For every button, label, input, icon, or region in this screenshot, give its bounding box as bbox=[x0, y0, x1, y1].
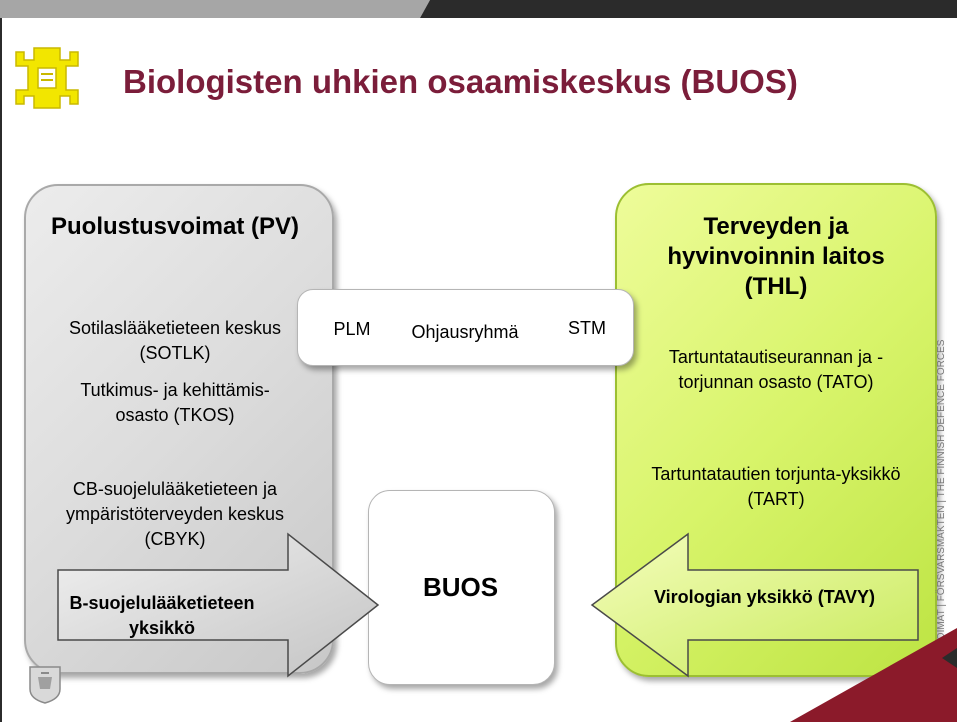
thl-arrow-label: Virologian yksikkö (TAVY) bbox=[654, 587, 876, 607]
coat-of-arms-icon bbox=[29, 666, 61, 704]
defence-forces-logo-icon bbox=[12, 44, 82, 112]
slide-title: Biologisten uhkien osaamiskeskus (BUOS) bbox=[123, 63, 798, 100]
bottom-right-red-shape bbox=[790, 628, 957, 722]
pv-arrow-label: B-suojelulääketieteen yksikkö bbox=[69, 593, 255, 638]
thl-unit-tato: Tartuntatautiseurannan ja -torjunnan osa… bbox=[668, 347, 884, 392]
buos-box bbox=[368, 490, 555, 685]
svg-text:PUOLUSTUSVOIMAT | FÖRSVARSMA: PUOLUSTUSVOIMAT | FÖRSVARSMAKTEN | THE F… bbox=[935, 339, 947, 708]
pv-heading: Puolustusvoimat (PV) bbox=[50, 213, 300, 240]
steering-center-label: Ohjausryhmä bbox=[411, 322, 519, 342]
vertical-sidebar-text: PUOLUSTUSVOIMAT | FÖRSVARSMAKTEN | THE F… bbox=[935, 339, 947, 708]
buos-label: BUOS bbox=[422, 572, 499, 602]
thl-heading: Terveyden ja hyvinvoinnin laitos (THL) bbox=[667, 213, 885, 300]
pv-unit-tkos: Tutkimus- ja kehittämis-osasto (TKOS) bbox=[80, 380, 270, 425]
pv-unit-sotlk: Sotilaslääketieteen keskus (SOTLK) bbox=[68, 318, 282, 363]
thl-to-buos-arrow bbox=[590, 532, 919, 678]
steering-plm: PLM bbox=[333, 319, 371, 339]
steering-stm: STM bbox=[568, 318, 606, 338]
steering-group-box bbox=[297, 289, 634, 366]
left-border-line bbox=[0, 18, 2, 722]
pv-to-buos-arrow bbox=[57, 532, 380, 678]
top-bar bbox=[0, 0, 957, 18]
pv-unit-cbyk: CB-suojelulääketieteen ja ympäristöterve… bbox=[65, 479, 285, 549]
thl-unit-tart: Tartuntatautien torjunta-yksikkö (TART) bbox=[651, 464, 901, 509]
